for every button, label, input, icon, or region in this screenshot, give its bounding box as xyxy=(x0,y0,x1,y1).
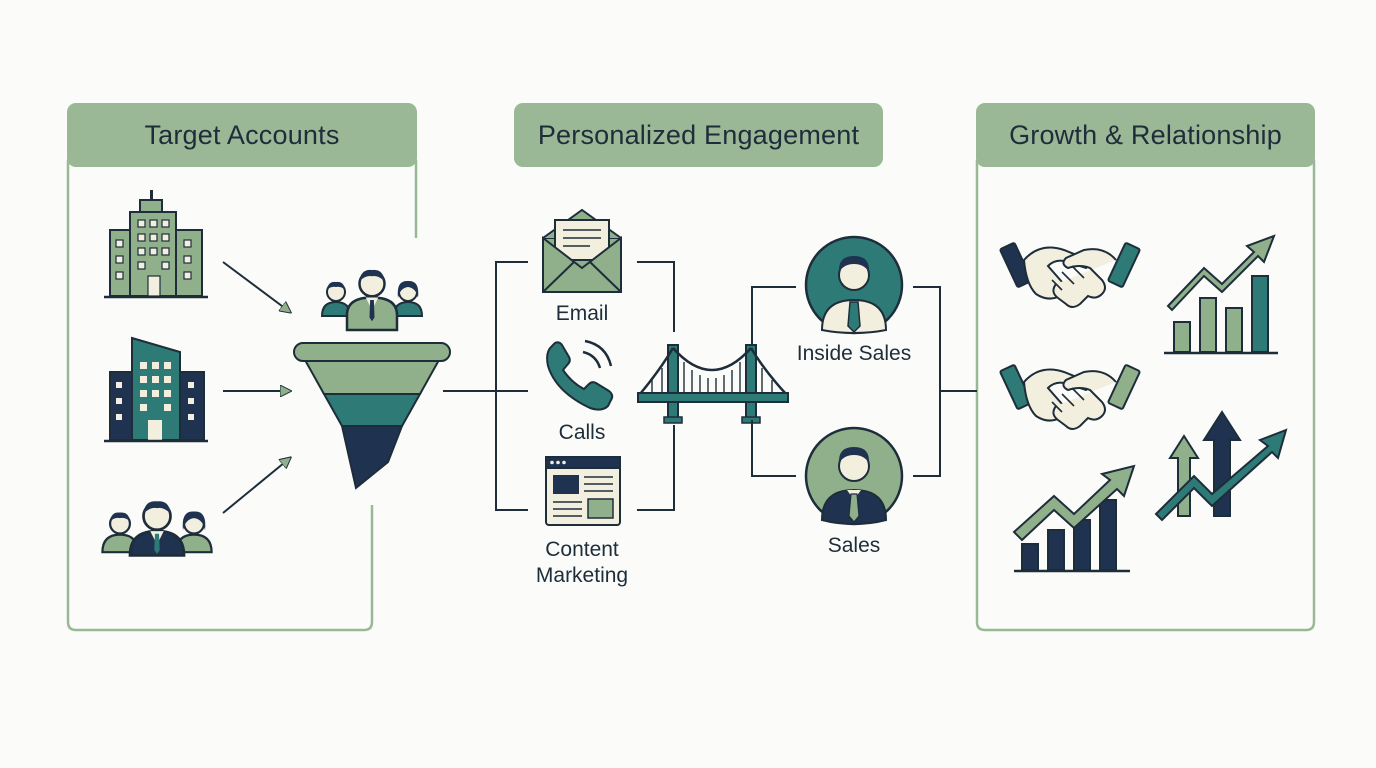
arrow-top xyxy=(222,261,290,312)
office-building-icon xyxy=(104,190,208,299)
target-frame xyxy=(66,160,374,632)
growth-bar-chart-icon-1 xyxy=(1164,234,1278,355)
people-group-icon xyxy=(101,501,213,557)
teams-connector xyxy=(913,286,977,477)
handshake-icon-1 xyxy=(999,242,1141,308)
stage-title-growth-relationship: Growth & Relationship xyxy=(976,103,1315,167)
inside-sales-avatar-icon xyxy=(804,235,904,335)
leads-group-icon xyxy=(321,269,424,332)
corporate-building-icon xyxy=(104,336,208,443)
phone-icon xyxy=(546,339,614,411)
email-label: Email xyxy=(555,302,609,325)
funnel-connector xyxy=(443,261,528,511)
bridge-connector xyxy=(751,286,796,477)
growth-frame xyxy=(975,160,1316,632)
bridge-icon xyxy=(637,344,789,424)
content-marketing-label: Content Marketing xyxy=(535,538,629,587)
stage-title-target-accounts: Target Accounts xyxy=(67,103,417,167)
content-browser-icon xyxy=(545,456,621,526)
sales-avatar-icon xyxy=(804,426,904,526)
handshake-icon-2 xyxy=(999,364,1141,430)
inside-sales-label: Inside Sales xyxy=(796,342,912,365)
email-icon xyxy=(542,208,622,293)
stage-title-personalized-engagement: Personalized Engagement xyxy=(514,103,883,167)
arrow-bottom xyxy=(222,458,290,514)
growth-bar-chart-icon-2 xyxy=(1012,464,1136,573)
calls-label: Calls xyxy=(558,421,606,444)
channels-connector xyxy=(637,261,675,511)
growth-arrows-icon xyxy=(1154,410,1288,522)
funnel-icon xyxy=(293,342,451,490)
sales-label: Sales xyxy=(827,534,881,557)
